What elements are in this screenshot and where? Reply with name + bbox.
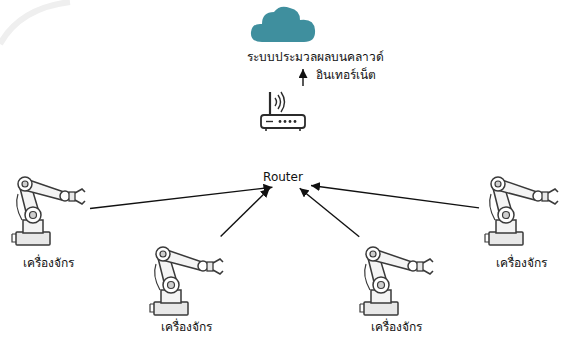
edge-label: อินเทอร์เน็ต [314,68,378,83]
node-label: เครื่องจักร [356,320,436,335]
router-node: Router [257,88,309,187]
machine-node: เครื่องจักร [8,168,88,273]
machine-node: เครื่องจักร [481,168,561,273]
connector-arrow [311,185,479,207]
machine-node: เครื่องจักร [146,238,226,337]
node-label: เครื่องจักร [8,256,88,271]
router-icon [261,92,305,131]
node-label: เครื่องจักร [481,256,561,271]
cloud-node: ระบบประมวลผลบนคลาวด์ [247,4,319,67]
robot-arm-icon [485,177,558,245]
robot-arm-icon [12,177,85,245]
machine-node: เครื่องจักร [356,238,436,337]
connector-arrow [221,188,270,236]
robot-arm-icon [360,247,433,315]
connector-arrow [300,188,360,236]
connector-arrow [302,69,303,86]
node-label: ระบบประมวลผลบนคลาวด์ [247,50,319,65]
faint-arc [0,2,70,44]
cloud-icon [251,7,315,42]
robot-arm-icon [150,247,223,315]
node-label: เครื่องจักร [146,320,226,335]
connector-arrow [90,187,272,208]
node-label: Router [257,170,309,185]
